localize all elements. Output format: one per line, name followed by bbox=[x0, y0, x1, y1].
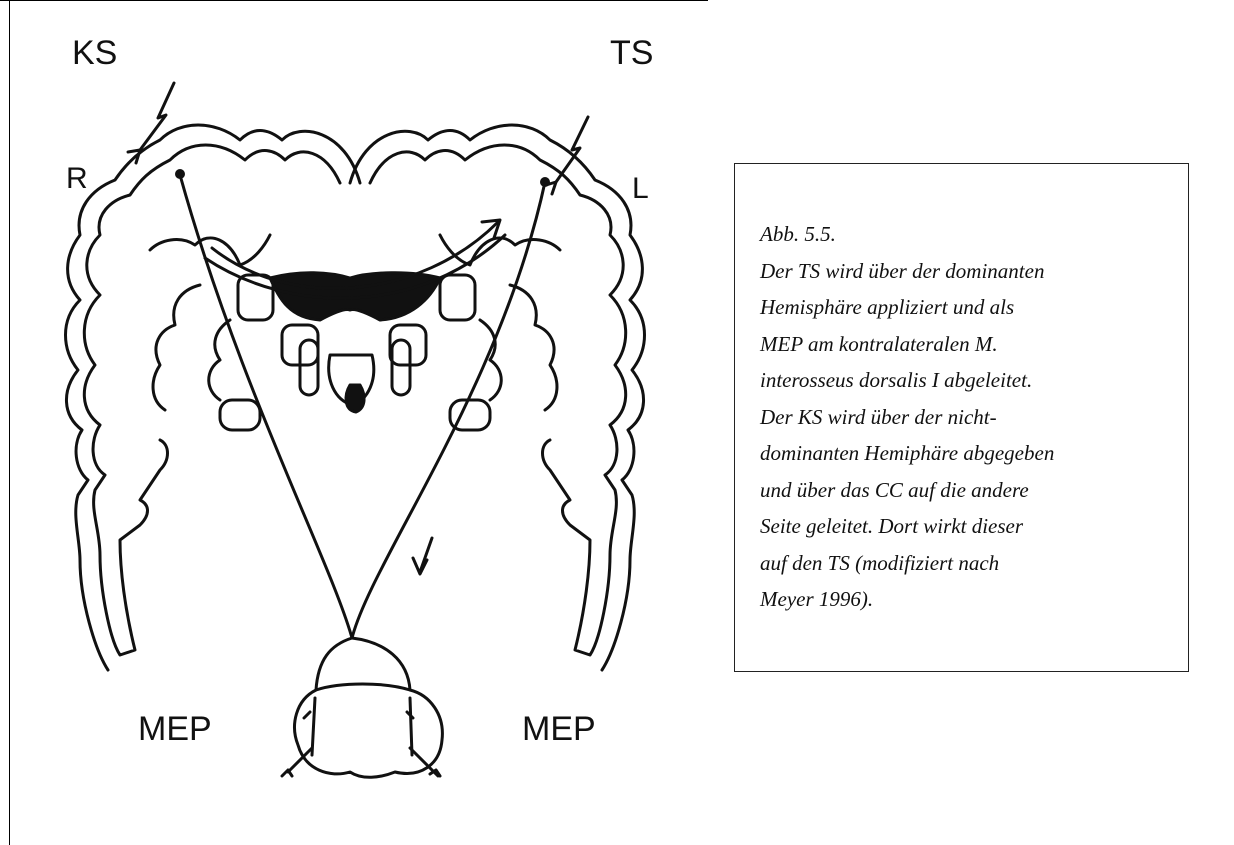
ts-label: TS bbox=[610, 34, 653, 72]
figure-caption: Abb. 5.5. Der TS wird über der dominante… bbox=[760, 216, 1180, 618]
mep-right-label: MEP bbox=[522, 710, 596, 748]
caption-line: Der KS wird über der nicht- bbox=[760, 399, 1180, 436]
caption-line: Abb. 5.5. bbox=[760, 216, 1180, 253]
ks-stimulus-bolt-icon bbox=[128, 83, 174, 163]
ks-label: KS bbox=[72, 34, 117, 72]
caption-line: und über das CC auf die andere bbox=[760, 472, 1180, 509]
left-side-label: L bbox=[632, 172, 649, 205]
brain-stimulation-diagram: KS TS R L MEP MEP bbox=[10, 1, 710, 845]
left-hemisphere-cortex bbox=[66, 125, 361, 670]
caption-line: interosseus dorsalis I abgeleitet. bbox=[760, 362, 1180, 399]
ts-stimulus-bolt-icon bbox=[546, 117, 588, 194]
right-side-label: R bbox=[66, 162, 88, 195]
figure-caption-box: Abb. 5.5. Der TS wird über der dominante… bbox=[734, 163, 1189, 672]
caption-line: MEP am kontralateralen M. bbox=[760, 326, 1180, 363]
caption-line: Hemisphäre appliziert und als bbox=[760, 289, 1180, 326]
caption-line: Seite geleitet. Dort wirkt dieser bbox=[760, 508, 1180, 545]
mep-left-label: MEP bbox=[138, 710, 212, 748]
caption-line: Der TS wird über der dominanten bbox=[760, 253, 1180, 290]
caption-line: dominanten Hemiphäre abgegeben bbox=[760, 435, 1180, 472]
caption-line: auf den TS (modifiziert nach bbox=[760, 545, 1180, 582]
spinal-cord-cross-section bbox=[282, 638, 442, 777]
right-hemisphere-cortex bbox=[350, 125, 645, 670]
caption-line: Meyer 1996). bbox=[760, 581, 1180, 618]
